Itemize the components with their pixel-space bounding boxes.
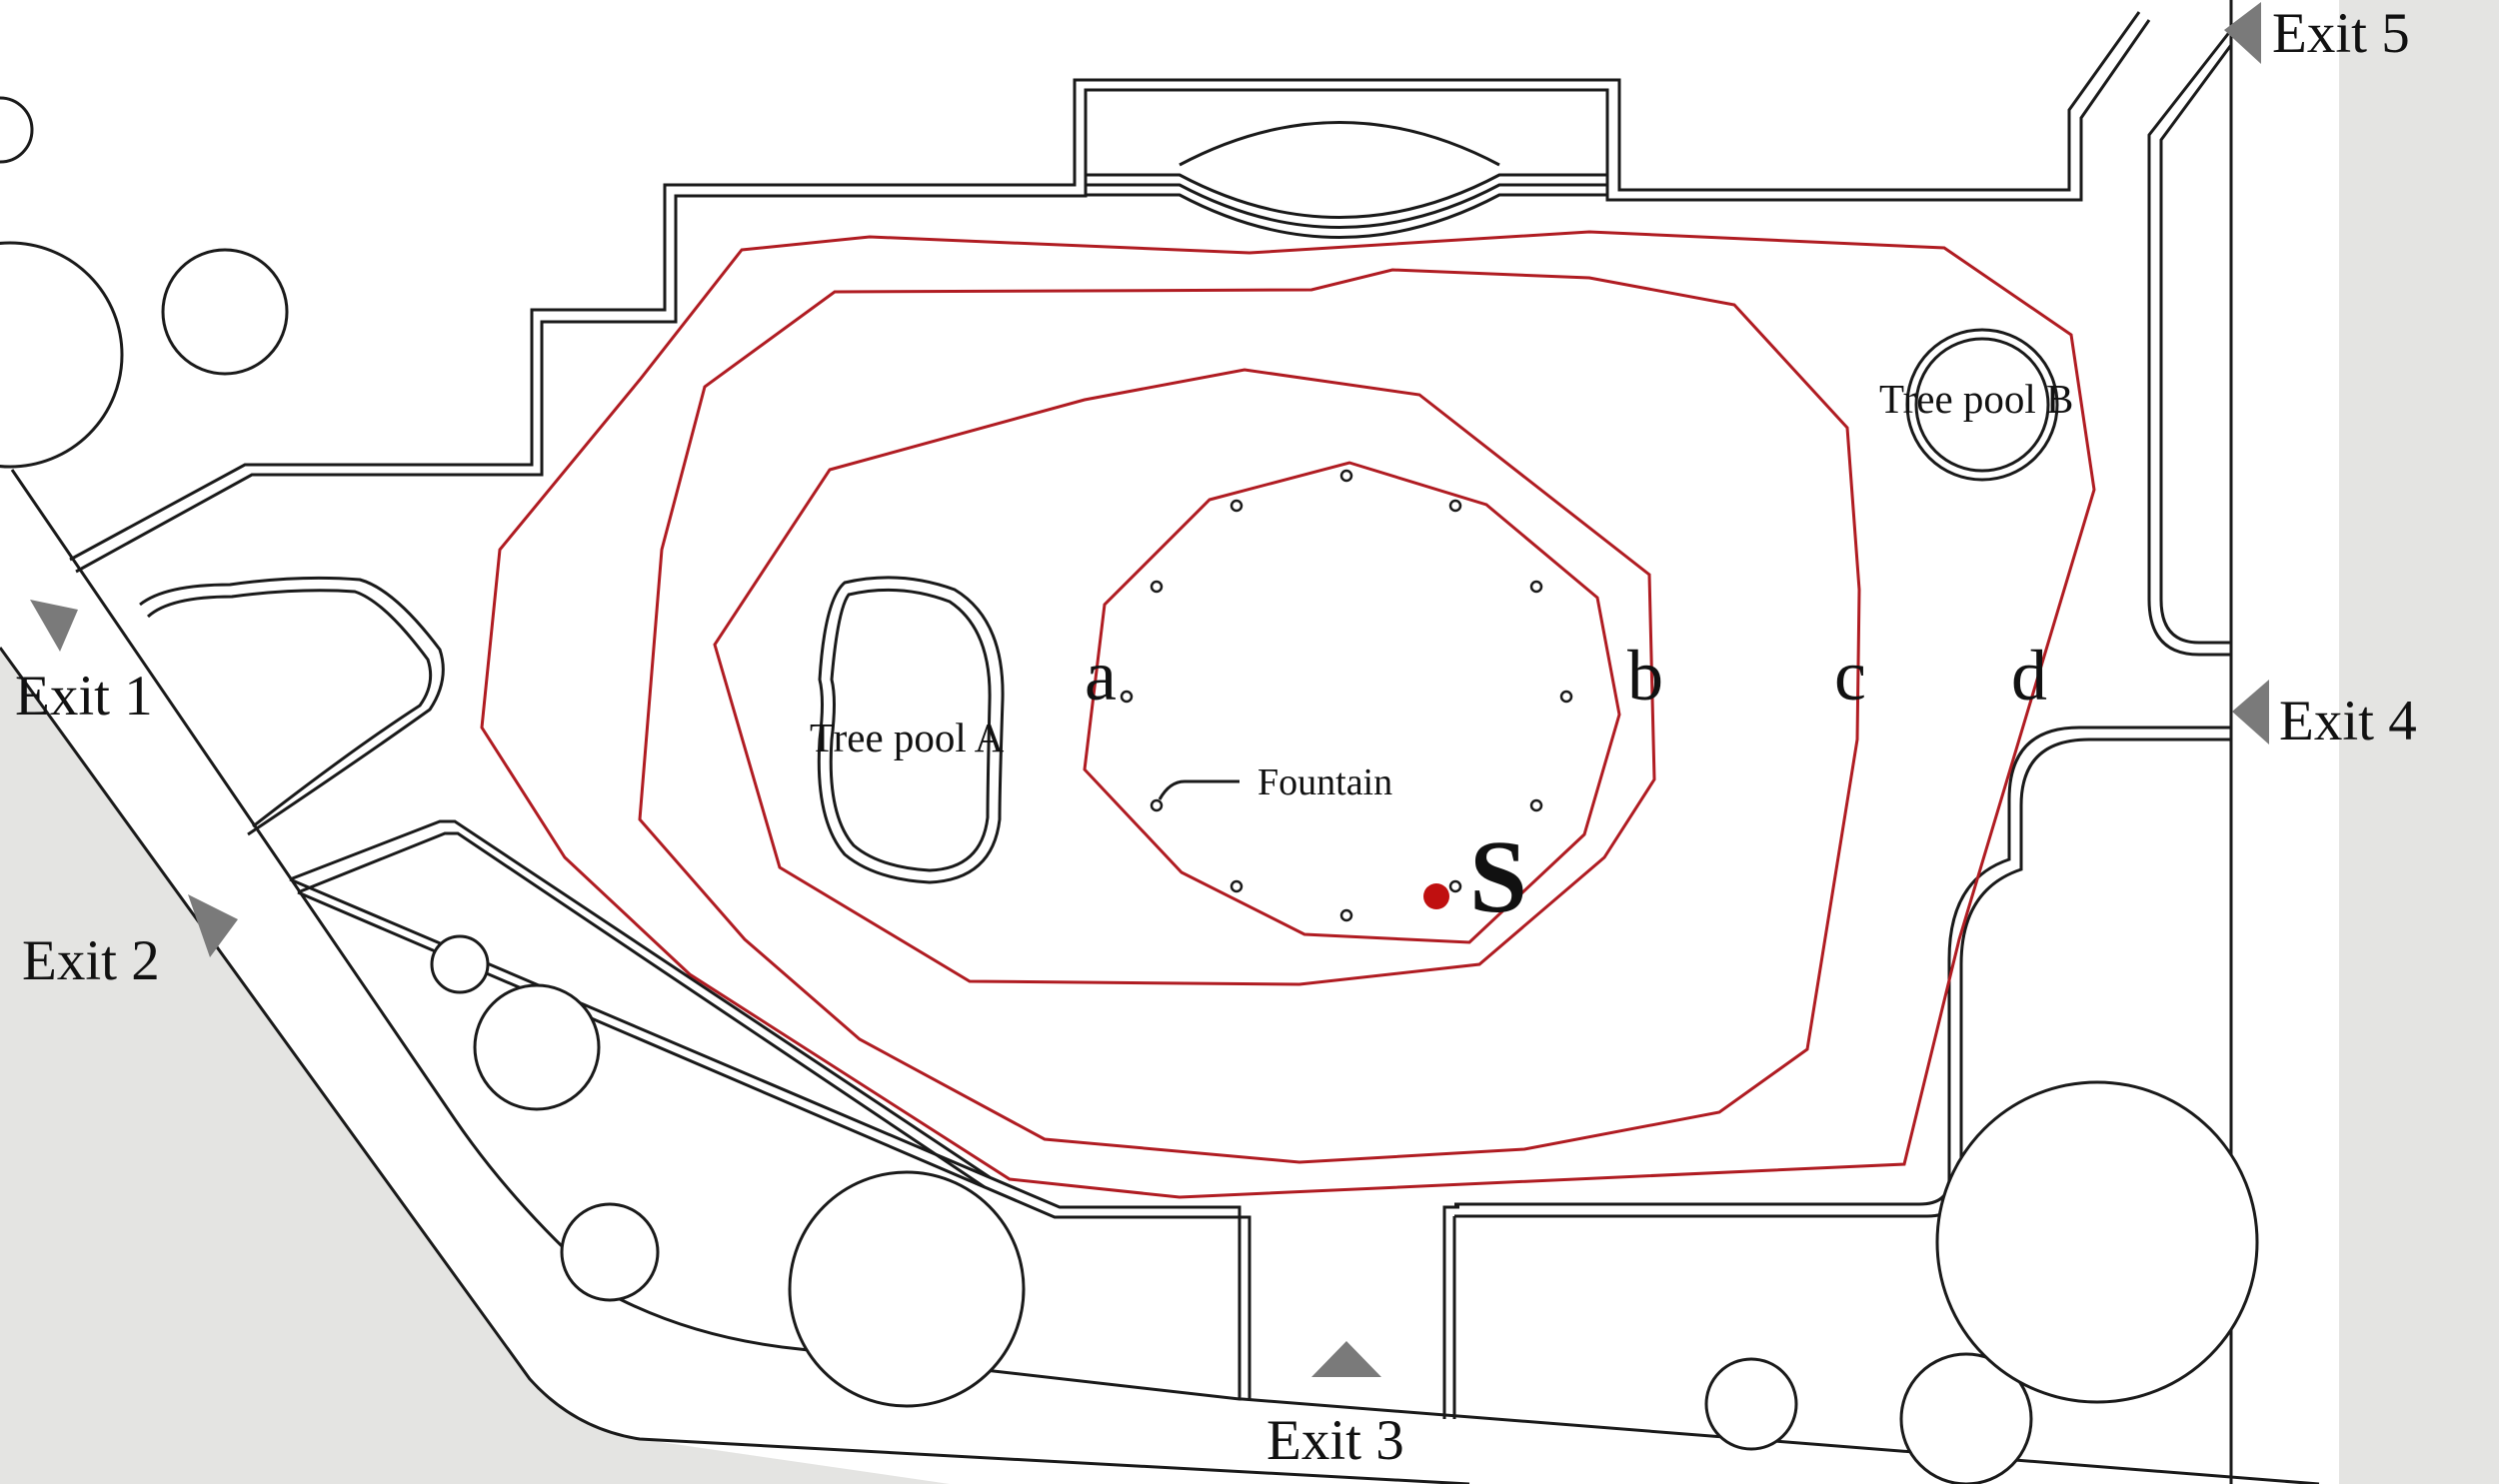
contour-d xyxy=(480,230,2096,1199)
fountain-jet xyxy=(1230,879,1244,893)
exit3-arrow xyxy=(1311,1341,1381,1377)
fountain-label: Fountain xyxy=(1257,761,1392,803)
exit3-path-right xyxy=(1442,1205,1459,1419)
outside-area-left xyxy=(0,648,950,1484)
tree-pool-a xyxy=(817,576,1005,884)
stage-step-2 xyxy=(1086,183,1607,229)
tree xyxy=(0,96,34,164)
lower-left-path-outer xyxy=(289,819,991,1179)
tree xyxy=(1935,1080,2259,1404)
tree xyxy=(560,1202,660,1302)
tree-pool-b-outer xyxy=(1905,328,2059,482)
tree-pool-b-inner xyxy=(1914,337,2050,473)
tree xyxy=(1899,1352,2033,1484)
source-dot xyxy=(1423,883,1449,909)
tree xyxy=(161,248,289,376)
garden-boundary-outer xyxy=(69,11,2141,562)
exit3-label: Exit 3 xyxy=(1266,1409,1404,1472)
tree-pool-b xyxy=(1905,328,2059,482)
contour-c xyxy=(638,268,1861,1164)
left-road-edge-outer xyxy=(0,647,1470,1484)
exit3-path-left xyxy=(289,877,1242,1399)
fountain-jets xyxy=(1120,469,1573,922)
exit2-label: Exit 2 xyxy=(22,929,160,992)
outside-area-right xyxy=(2339,0,2499,1484)
exit1-label: Exit 1 xyxy=(15,665,153,728)
exit5-arrow xyxy=(2224,2,2261,64)
right-path-inner xyxy=(2159,44,2233,645)
fountain-jet xyxy=(1448,499,1462,513)
zone-label-b: b xyxy=(1627,636,1663,716)
fountain-leader-line xyxy=(1158,779,1240,800)
zone-label-d: d xyxy=(2011,636,2047,716)
contour-a xyxy=(1083,461,1621,944)
tree xyxy=(430,934,490,994)
fountain-jet xyxy=(1120,690,1134,704)
fountain-jet xyxy=(1339,469,1353,483)
exit5-label: Exit 5 xyxy=(2272,2,2410,65)
tree-pool-a-outer xyxy=(817,576,1005,884)
mid-left-path-inner xyxy=(146,589,433,828)
fountain-jet xyxy=(1559,690,1573,704)
fountain-jet xyxy=(1230,499,1244,513)
exit-markers xyxy=(30,2,2269,1377)
contour-lines xyxy=(480,230,2096,1199)
fountain-jet xyxy=(1150,798,1164,812)
stage-step-1 xyxy=(1086,173,1607,219)
tree xyxy=(1704,1357,1798,1451)
trees xyxy=(0,96,2259,1484)
tree xyxy=(0,241,124,469)
fountain-jet xyxy=(1448,879,1462,893)
zone-label-a: a xyxy=(1085,636,1117,716)
stage-arc xyxy=(1179,121,1500,167)
tree-pool-a-label: Tree pool A xyxy=(810,715,1005,760)
source-label: S xyxy=(1469,819,1527,934)
zone-label-c: c xyxy=(1834,636,1866,716)
tree-pool-b-label: Tree pool B xyxy=(1879,376,2073,422)
contour-b xyxy=(713,368,1656,986)
exit4-arrow xyxy=(2232,680,2269,744)
stage-step-3 xyxy=(1086,193,1607,239)
paths xyxy=(0,0,2320,1484)
fountain-jet xyxy=(1339,908,1353,922)
garden-boundary-inner xyxy=(75,19,2151,574)
fountain-jet xyxy=(1150,580,1164,594)
right-path-outer xyxy=(2147,29,2233,657)
tree xyxy=(473,983,601,1111)
exit4-label: Exit 4 xyxy=(2279,690,2417,752)
fountain-jet xyxy=(1529,580,1543,594)
exit2-arrow xyxy=(188,894,238,957)
fountain-jet xyxy=(1529,798,1543,812)
tree xyxy=(788,1170,1026,1408)
lower-left-path-inner xyxy=(297,831,986,1189)
mid-left-path-outer xyxy=(139,576,445,836)
tree-pool-a-inner xyxy=(829,588,992,872)
exit1-arrow xyxy=(30,600,78,652)
exit3-path-left-inner xyxy=(297,890,1251,1399)
